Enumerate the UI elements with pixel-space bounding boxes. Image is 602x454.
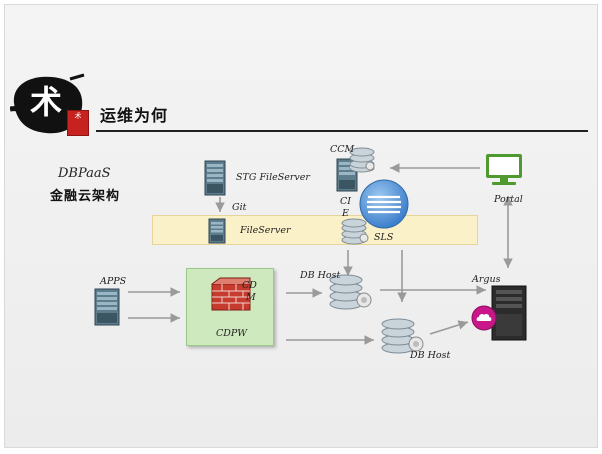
label-cie-e: E: [342, 208, 349, 219]
label-stg-fileserver: STG FileServer: [236, 172, 310, 183]
label-cdpw: CDPW: [216, 328, 248, 339]
fileserver-band: [152, 215, 478, 245]
dbhost1-database-icon: [329, 274, 372, 310]
arrow-dbhost2-to-argus: [429, 320, 469, 335]
subtitle-finance-cloud: 金融云架构: [50, 189, 121, 204]
page-title: 运维为何: [100, 106, 169, 125]
label-cdm-cd: CD: [242, 280, 257, 291]
label-fileserver: FileServer: [240, 225, 291, 236]
dbhost2-database-icon: [381, 318, 424, 354]
brush-stroke-logo: [10, 73, 85, 134]
portal-monitor-icon: [486, 154, 522, 185]
seal-text: 术: [74, 112, 82, 120]
label-ccm: CCM: [330, 144, 355, 155]
apps-server-icon: [94, 288, 120, 326]
ccm-database-icon: [349, 147, 375, 173]
label-db-host-1: DB Host: [300, 270, 341, 281]
label-cie-c: CI: [340, 196, 352, 207]
label-portal: Portal: [494, 194, 523, 205]
label-apps: APPS: [100, 276, 127, 287]
red-seal-stamp: 术: [67, 110, 89, 136]
title-underline: [96, 130, 588, 132]
cie-circle-icon: [359, 179, 409, 229]
stg-server-icon: [204, 160, 226, 196]
label-cdm-m: M: [246, 292, 256, 303]
label-argus: Argus: [472, 274, 501, 285]
logo-character: 术: [29, 83, 62, 121]
label-db-host-2: DB Host: [410, 350, 451, 361]
subtitle-dbpaas: DBPaaS: [58, 166, 111, 181]
fileserver-icon: [208, 218, 226, 244]
sls-database-icon: [341, 218, 369, 245]
label-sls: SLS: [374, 232, 394, 243]
label-git: Git: [232, 202, 247, 213]
cloud-badge-icon: [471, 305, 497, 331]
firewall-icon: [211, 277, 251, 311]
